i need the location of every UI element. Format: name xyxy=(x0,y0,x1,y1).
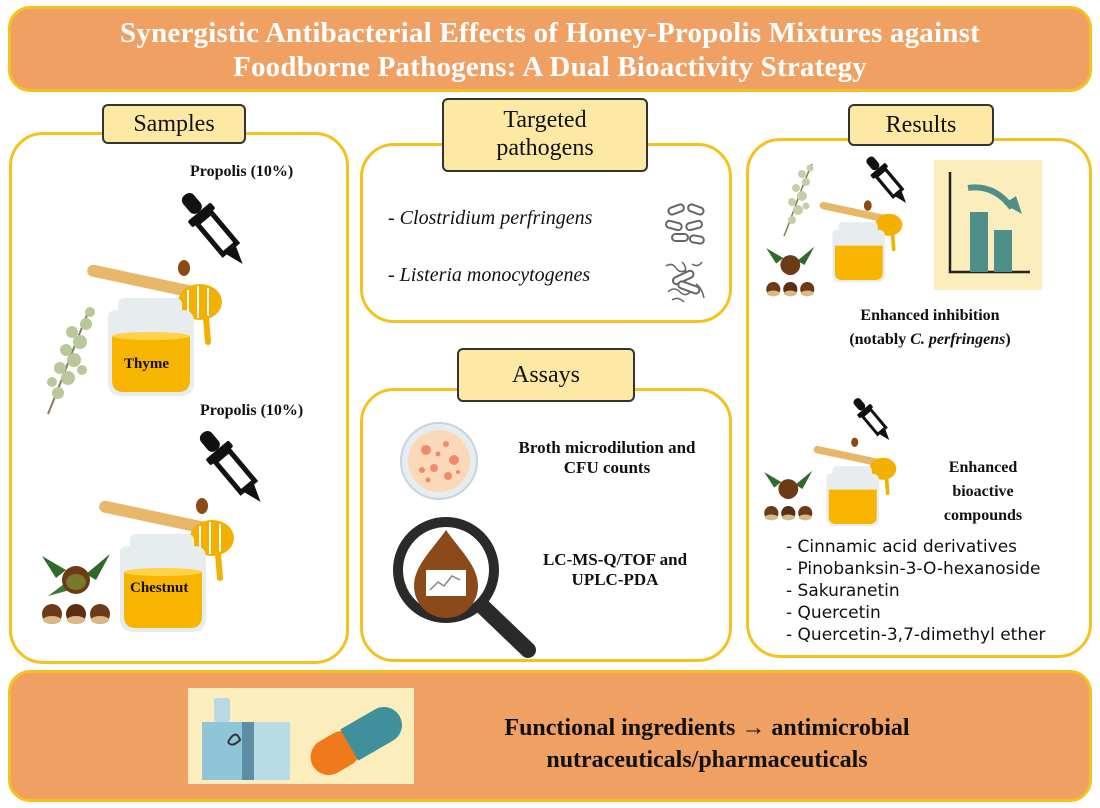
footer-text: Functional ingredients → antimicrobial n… xyxy=(442,712,972,776)
pathogens-heading: Targeted pathogens xyxy=(442,98,648,172)
assay-1-text: Broth microdilution and CFU counts xyxy=(494,438,720,478)
inhibition-line-2-pre: (notably xyxy=(849,331,911,348)
bioactive-line-3: compounds xyxy=(943,507,1023,524)
inhibition-line-2-post: ) xyxy=(1005,331,1011,348)
assay-1-line-2: CFU counts xyxy=(563,458,651,477)
compound-item: - Pinobanksin-3-O-hexanoside xyxy=(786,559,1041,579)
dropper-icon xyxy=(863,156,907,211)
dropper-icon xyxy=(851,398,890,448)
chestnut-icon xyxy=(42,554,110,624)
pathogen-item: - Listeria monocytogenes xyxy=(388,264,590,287)
honey-label-chestnut: Chestnut xyxy=(130,580,189,596)
pathogens-heading-line-1: Targeted xyxy=(503,107,587,133)
pathogens-heading-line-2: pathogens xyxy=(496,135,594,161)
flagellated-bacteria-icon xyxy=(665,261,705,303)
chestnut-icon xyxy=(766,246,815,297)
dropper-icon xyxy=(196,430,261,514)
inhibition-text: Enhanced inhibition (notably C. perfring… xyxy=(794,304,1066,352)
honey-jar-icon xyxy=(99,500,234,632)
bioactive-text: Enhanced bioactive compounds xyxy=(912,456,1054,528)
inhibition-line-1: Enhanced inhibition xyxy=(860,307,1000,324)
title-line-2: Foodborne Pathogens: A Dual Bioactivity … xyxy=(233,51,867,83)
results-heading: Results xyxy=(848,104,994,146)
assay-1-line-1: Broth microdilution and xyxy=(518,438,696,457)
compound-item: - Quercetin xyxy=(786,603,881,623)
footer-line-2: nutraceuticals/pharmaceuticals xyxy=(546,747,868,773)
honey-jar-icon xyxy=(813,445,897,527)
inhibition-line-2: (notably C. perfringens) xyxy=(794,328,1066,352)
propolis-label-2: Propolis (10%) xyxy=(200,402,304,419)
compound-item: - Cinnamic acid derivatives xyxy=(786,537,1018,557)
pathogens-panel xyxy=(360,143,732,323)
assays-heading: Assays xyxy=(457,348,635,402)
petri-dish-icon xyxy=(400,422,478,500)
thyme-sprig-icon xyxy=(47,307,95,415)
title-banner: Synergistic Antibacterial Effects of Hon… xyxy=(8,6,1092,92)
assay-2-line-1: LC-MS-Q/TOF and xyxy=(542,550,688,569)
samples-heading: Samples xyxy=(102,104,246,144)
pathogen-item: - Clostridium perfringens xyxy=(388,207,592,230)
bioactive-line-1: Enhanced xyxy=(948,459,1018,476)
title-line-1: Synergistic Antibacterial Effects of Hon… xyxy=(120,17,980,49)
assay-2-line-2: UPLC-PDA xyxy=(571,570,659,589)
rod-bacteria-icon xyxy=(665,203,705,245)
compound-item: - Quercetin-3,7-dimethyl ether xyxy=(786,625,1046,645)
chestnut-icon xyxy=(764,470,813,521)
bioactive-line-2: bioactive xyxy=(952,483,1014,500)
inhibition-chart-icon xyxy=(934,160,1042,290)
pathogen-name: Clostridium perfringens xyxy=(399,207,593,229)
honey-jar-icon xyxy=(87,264,222,396)
pathogen-dash: - xyxy=(388,264,400,286)
assay-2-text: LC-MS-Q/TOF and UPLC-PDA xyxy=(520,550,710,590)
footer-line-1: Functional ingredients → antimicrobial xyxy=(504,715,910,741)
magnifier-icon xyxy=(393,517,536,658)
compound-item: - Sakuranetin xyxy=(786,581,900,601)
thyme-sprig-icon xyxy=(783,163,814,237)
pathogen-dash: - xyxy=(388,207,400,229)
supplements-illustration xyxy=(188,688,414,784)
honey-label-thyme: Thyme xyxy=(124,356,169,372)
propolis-label-1: Propolis (10%) xyxy=(190,163,294,180)
dropper-icon xyxy=(178,192,243,276)
pathogen-name: Listeria monocytogenes xyxy=(399,264,591,286)
honey-jar-icon xyxy=(819,201,903,283)
compound-list: - Cinnamic acid derivatives - Pinobanksi… xyxy=(786,536,1046,646)
inhibition-line-2-italic: C. perfringens xyxy=(910,331,1006,348)
